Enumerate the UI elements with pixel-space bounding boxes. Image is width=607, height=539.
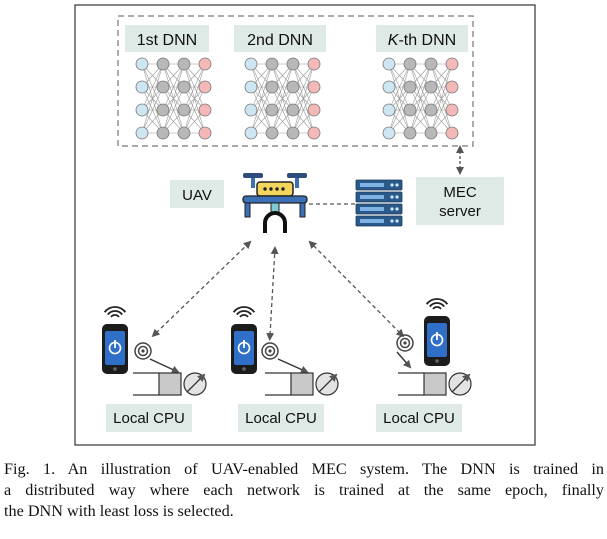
nn-node <box>135 126 149 140</box>
wireless-signal-icon <box>261 342 279 360</box>
wireless-signal-icon <box>396 334 414 352</box>
neural-network-icon <box>382 57 459 140</box>
caption-line-3: the DNN with least loss is selected. <box>4 502 234 520</box>
smartphone-icon <box>424 316 450 366</box>
nn-node <box>198 57 212 71</box>
nn-node <box>156 103 170 117</box>
dnn-label-text: -th DNN <box>398 32 456 49</box>
nn-node <box>403 126 417 140</box>
nn-node <box>403 103 417 117</box>
nn-node <box>198 103 212 117</box>
nn-node <box>286 80 300 94</box>
nn-node <box>244 80 258 94</box>
nn-node <box>135 80 149 94</box>
local-cpu-label-text: Local CPU <box>245 410 317 427</box>
nn-node <box>445 126 459 140</box>
server-rack-icon <box>355 179 403 227</box>
figure-frame <box>74 4 536 446</box>
uav-device-2-arrow <box>266 246 279 341</box>
nn-node <box>445 103 459 117</box>
local-cpu-label-1: Local CPU <box>106 404 192 432</box>
nn-node <box>177 80 191 94</box>
local-cpu-label-2: Local CPU <box>238 404 324 432</box>
local-device-3 <box>396 298 472 396</box>
smartphone-icon <box>231 324 257 374</box>
figure-caption: Fig. 1. An illustration of UAV-enabled M… <box>4 459 604 522</box>
nn-node <box>286 126 300 140</box>
nn-node <box>424 126 438 140</box>
nn-node <box>135 57 149 71</box>
nn-node <box>307 126 321 140</box>
nn-node <box>307 57 321 71</box>
nn-node <box>265 80 279 94</box>
nn-node <box>286 103 300 117</box>
dnn-label-text: 2nd DNN <box>247 32 313 49</box>
cpu-icon <box>398 372 472 396</box>
dnn-label-1: 1st DNN <box>125 25 209 52</box>
nn-node <box>424 103 438 117</box>
uav-label-text: UAV <box>182 187 212 204</box>
nn-node <box>403 80 417 94</box>
nn-node <box>382 57 396 71</box>
wireless-signal-icon <box>134 342 152 360</box>
neural-network-icon <box>244 57 321 140</box>
mec-server-label-line2: server <box>439 203 481 220</box>
nn-node <box>382 80 396 94</box>
nn-node <box>307 80 321 94</box>
nn-node <box>156 126 170 140</box>
nn-node <box>156 57 170 71</box>
nn-node <box>244 57 258 71</box>
cpu-icon <box>133 372 207 396</box>
svg-text:K-th DNN: K-th DNN <box>388 32 456 49</box>
nn-node <box>177 126 191 140</box>
uav-label: UAV <box>170 180 224 208</box>
nn-node <box>177 57 191 71</box>
uav-device-1-arrow <box>151 240 252 338</box>
nn-node <box>198 80 212 94</box>
neural-network-icon <box>135 57 212 140</box>
dnn-label-k: K-th DNN <box>376 25 468 52</box>
uav-device-3-arrow <box>308 240 405 338</box>
nn-node <box>265 126 279 140</box>
caption-line-2: a distributed way where each network is … <box>4 481 604 499</box>
nn-node <box>307 103 321 117</box>
nn-node <box>244 126 258 140</box>
nn-node <box>286 57 300 71</box>
local-device-1 <box>102 306 207 396</box>
smartphone-icon <box>102 324 128 374</box>
dnn-group-box <box>117 15 474 147</box>
nn-node <box>265 103 279 117</box>
nn-node <box>445 57 459 71</box>
dnn-label-italic: K <box>388 32 400 49</box>
nn-node <box>177 103 191 117</box>
nn-node <box>244 103 258 117</box>
local-cpu-label-3: Local CPU <box>376 404 462 432</box>
nn-node <box>424 80 438 94</box>
nn-node <box>403 57 417 71</box>
nn-node <box>265 57 279 71</box>
nn-node <box>198 126 212 140</box>
caption-line-1: Fig. 1. An illustration of UAV-enabled M… <box>4 460 604 478</box>
uav-drone-icon <box>242 173 308 233</box>
nn-node <box>424 57 438 71</box>
nn-node <box>382 103 396 117</box>
nn-node <box>382 126 396 140</box>
nn-node <box>156 80 170 94</box>
nn-node <box>445 80 459 94</box>
cpu-icon <box>265 372 339 396</box>
mec-server-label: MEC server <box>416 177 504 225</box>
dnn-label-text: 1st DNN <box>137 32 197 49</box>
nn-node <box>135 103 149 117</box>
local-device-2 <box>231 306 339 396</box>
local-cpu-label-text: Local CPU <box>383 410 455 427</box>
local-cpu-label-text: Local CPU <box>113 410 185 427</box>
dnn-label-2: 2nd DNN <box>234 25 326 52</box>
mec-server-label-line1: MEC <box>443 184 477 201</box>
